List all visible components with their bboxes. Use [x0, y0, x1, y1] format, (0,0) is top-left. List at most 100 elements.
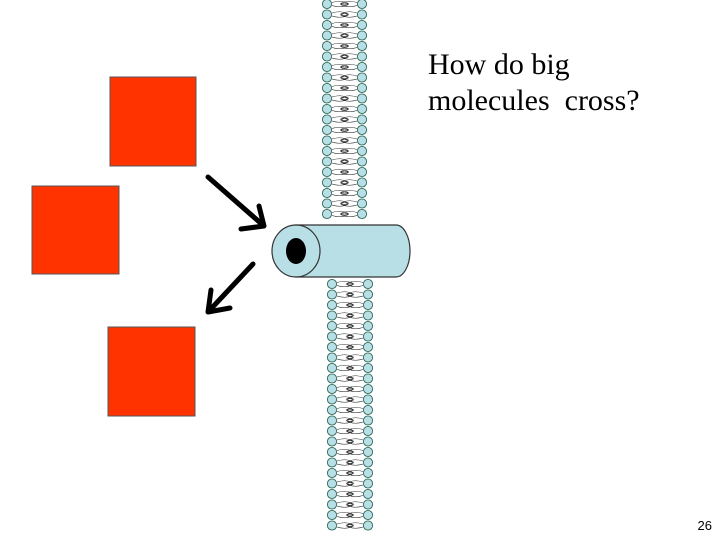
- lipid-head-right: [356, 72, 368, 83]
- lipid-tails: [331, 53, 358, 60]
- lipid-head-left: [326, 341, 338, 353]
- lipid-head-left: [326, 457, 338, 468]
- lipid-head-left: [326, 446, 338, 458]
- lipid-head-left: [321, 177, 333, 188]
- lipid-tails: [331, 0, 358, 8]
- lipid-head-left: [326, 478, 338, 489]
- lipid-head-left: [321, 187, 333, 199]
- lipid-head-right: [362, 373, 374, 384]
- lipid-head-left: [326, 488, 338, 500]
- lipid-tails: [331, 210, 358, 218]
- lipid-head-right: [356, 124, 368, 136]
- lipid-head-left: [326, 425, 338, 437]
- lipid-bilayer-upper: [321, 0, 368, 220]
- lipid-tails: [331, 42, 358, 50]
- lipid-head-right: [362, 394, 374, 405]
- lipid-head-right: [356, 208, 368, 220]
- lipid-head-left: [326, 509, 338, 521]
- lipid-tails: [331, 189, 358, 197]
- lipid-head-left: [326, 299, 338, 311]
- lipid-head-left: [321, 114, 333, 125]
- lipid-head-left: [326, 383, 338, 395]
- lipid-tails: [336, 301, 364, 309]
- lipid-head-right: [362, 436, 374, 447]
- lipid-head-left: [326, 331, 338, 342]
- lipid-head-left: [326, 278, 338, 290]
- lipid-head-right: [356, 156, 368, 167]
- lipid-head-left: [321, 19, 333, 31]
- lipid-head-right: [356, 114, 368, 125]
- lipid-head-right: [362, 362, 374, 374]
- lipid-head-right: [362, 310, 374, 321]
- lipid-tails: [331, 126, 358, 134]
- lipid-head-right: [362, 446, 374, 458]
- lipid-head-left: [321, 72, 333, 83]
- lipid-tails: [336, 333, 364, 340]
- arrow-toward-channel: [205, 174, 267, 232]
- lipid-head-left: [321, 198, 333, 209]
- lipid-tails: [331, 116, 358, 123]
- lipid-head-right: [356, 40, 368, 52]
- large-molecule-middle: [31, 185, 120, 275]
- lipid-head-right: [356, 51, 368, 62]
- lipid-tails: [336, 511, 364, 519]
- lipid-head-right: [362, 289, 374, 300]
- lipid-tails: [336, 448, 364, 456]
- lipid-tails: [331, 11, 358, 18]
- lipid-head-right: [356, 135, 368, 146]
- lipid-head-right: [356, 145, 368, 157]
- slide-title-line-1: How do big: [428, 48, 570, 81]
- lipid-head-left: [321, 208, 333, 220]
- large-molecule-top: [109, 76, 197, 167]
- lipid-tails: [331, 105, 358, 113]
- lipid-head-right: [356, 82, 368, 94]
- lipid-tails: [336, 427, 364, 435]
- lipid-head-left: [321, 40, 333, 52]
- lipid-tails: [336, 291, 364, 298]
- lipid-head-right: [362, 383, 374, 395]
- lipid-head-right: [356, 198, 368, 209]
- lipid-tails: [336, 280, 364, 288]
- lipid-tails: [331, 158, 358, 165]
- large-molecule-bottom: [107, 326, 196, 417]
- lipid-head-left: [321, 145, 333, 157]
- transport-channel: [271, 224, 411, 278]
- lipid-tails: [336, 490, 364, 498]
- lipid-tails: [331, 137, 358, 144]
- lipid-head-left: [326, 320, 338, 332]
- lipid-head-right: [362, 404, 374, 416]
- lipid-tails: [336, 396, 364, 403]
- lipid-head-right: [362, 457, 374, 468]
- slide-number: 26: [697, 518, 712, 533]
- lipid-tails: [331, 179, 358, 186]
- lipid-head-right: [356, 61, 368, 73]
- lipid-head-left: [321, 166, 333, 178]
- lipid-head-right: [362, 499, 374, 510]
- lipid-head-left: [321, 82, 333, 94]
- lipid-head-left: [326, 415, 338, 426]
- lipid-head-right: [362, 320, 374, 332]
- lipid-tails: [336, 459, 364, 466]
- lipid-head-right: [362, 415, 374, 426]
- lipid-tails: [336, 501, 364, 508]
- lipid-tails: [336, 364, 364, 372]
- movement-arrows: [205, 174, 267, 315]
- lipid-head-left: [326, 404, 338, 416]
- lipid-head-right: [362, 478, 374, 489]
- lipid-head-left: [326, 310, 338, 321]
- lipid-tails: [331, 200, 358, 207]
- lipid-head-right: [356, 187, 368, 199]
- lipid-head-left: [321, 51, 333, 62]
- lipid-head-right: [356, 9, 368, 20]
- lipid-head-right: [362, 488, 374, 500]
- arrow-away-from-channel: [205, 261, 256, 315]
- lipid-head-left: [321, 124, 333, 136]
- lipid-head-right: [356, 0, 368, 10]
- lipid-tails: [336, 406, 364, 414]
- lipid-head-right: [356, 30, 368, 41]
- lipid-head-right: [362, 299, 374, 311]
- lipid-tails: [331, 95, 358, 102]
- lipid-head-right: [362, 467, 374, 479]
